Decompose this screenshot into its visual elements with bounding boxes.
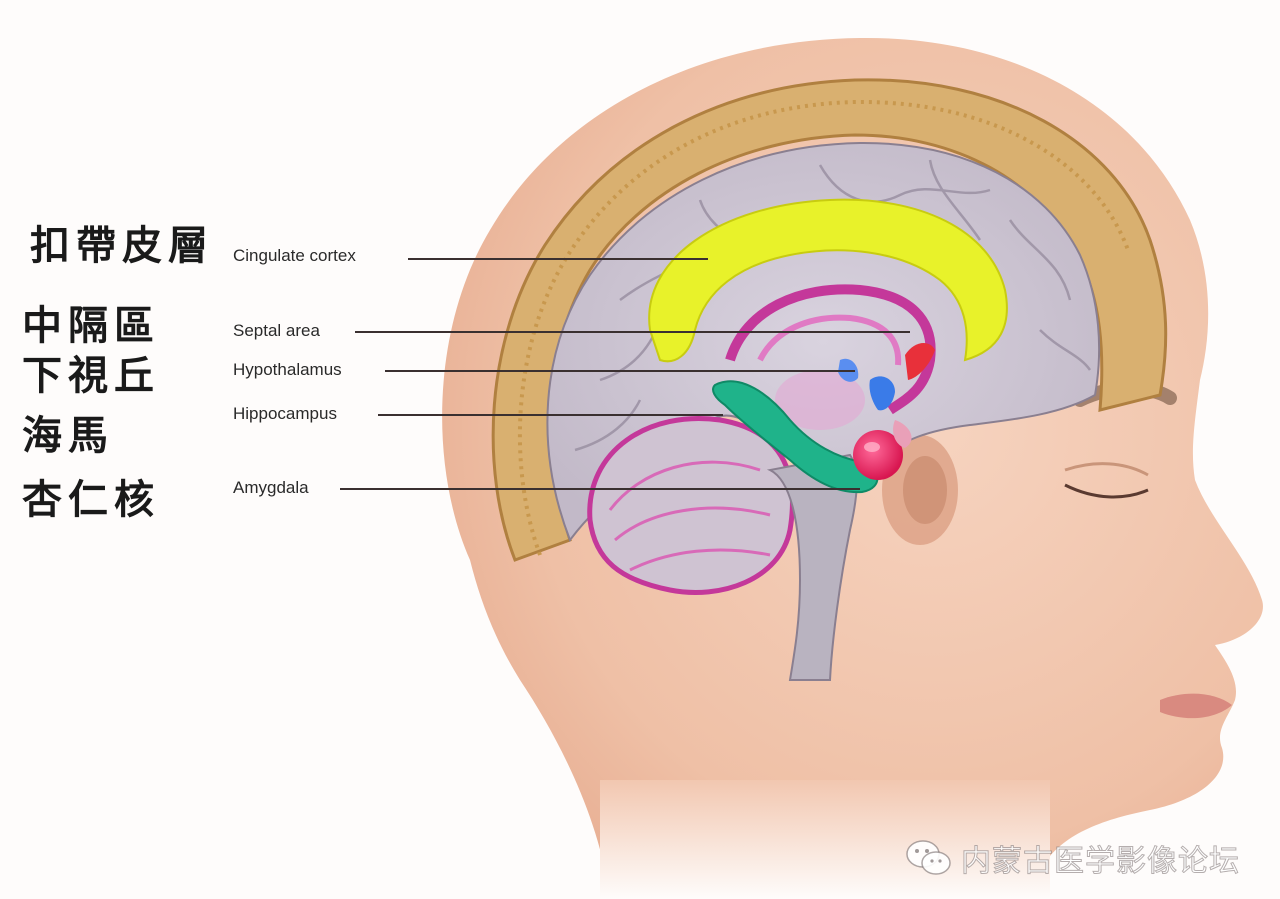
cingulate-leader-line bbox=[408, 258, 708, 260]
label-en-hypothalamus: Hypothalamus bbox=[233, 361, 342, 378]
label-zh-hippocampus: 海馬 bbox=[22, 416, 114, 456]
label-en-amygdala: Amygdala bbox=[233, 479, 309, 496]
septal-leader-line bbox=[355, 331, 910, 333]
amygdala-leader-line bbox=[340, 488, 860, 490]
hippocampus-leader-line bbox=[378, 414, 723, 416]
label-en-hippocampus: Hippocampus bbox=[233, 405, 337, 422]
label-zh-septal: 中隔區 bbox=[22, 306, 160, 346]
wechat-icon bbox=[905, 838, 953, 878]
label-zh-amygdala: 杏仁核 bbox=[22, 480, 160, 520]
watermark-text: 内蒙古医学影像论坛 bbox=[961, 836, 1240, 880]
label-zh-hypothalamus: 下視丘 bbox=[22, 356, 160, 396]
cerebellum bbox=[590, 418, 793, 592]
hypothalamus-leader-line bbox=[385, 370, 855, 372]
label-zh-cingulate: 扣帶皮層 bbox=[30, 226, 214, 266]
label-en-septal: Septal area bbox=[233, 322, 320, 339]
watermark: 内蒙古医学影像论坛 bbox=[905, 836, 1240, 880]
label-en-cingulate: Cingulate cortex bbox=[233, 247, 356, 264]
